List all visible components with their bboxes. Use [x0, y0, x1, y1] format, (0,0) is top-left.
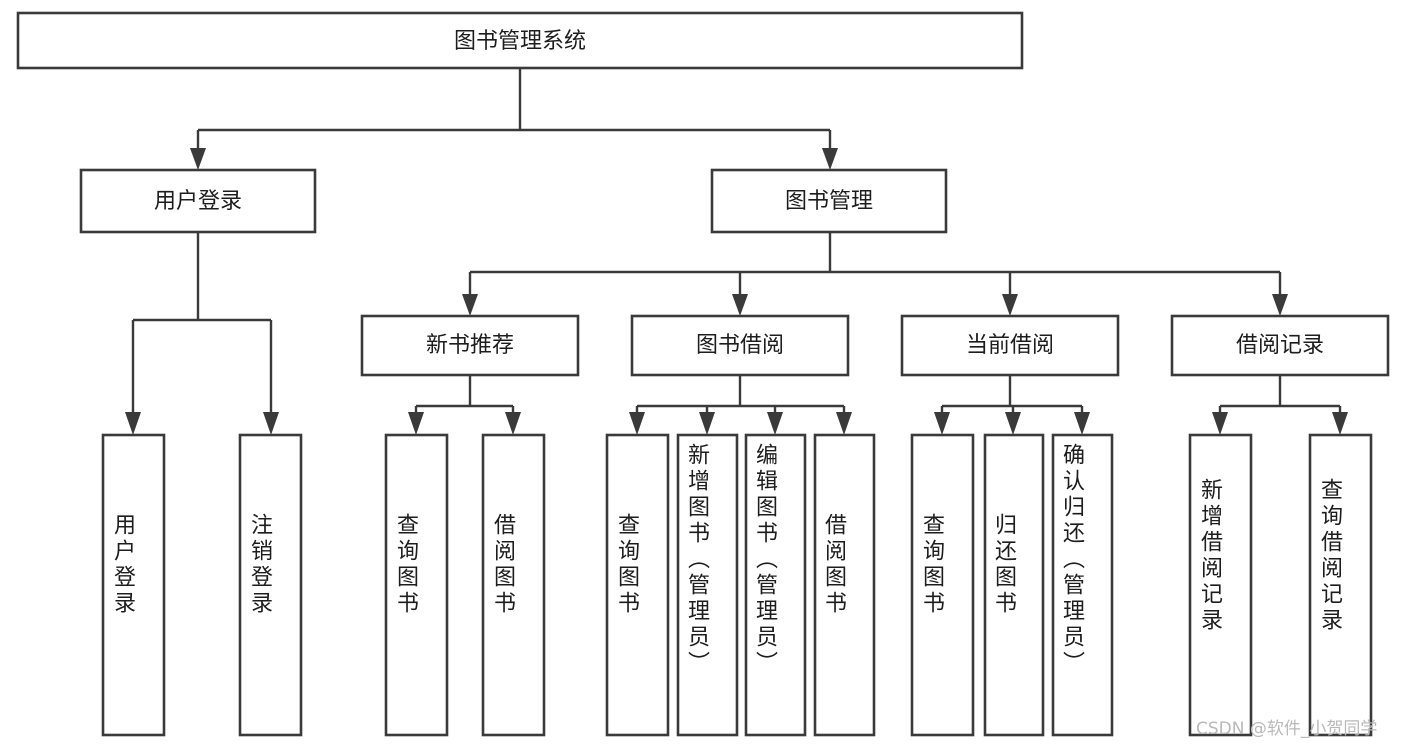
leaf-box-br-2[interactable] — [1308, 433, 1373, 737]
arrow-head-borrow-record — [1272, 294, 1288, 316]
connector-group-borrow-record — [1212, 375, 1348, 435]
leaf-box-cb-2[interactable] — [983, 433, 1045, 737]
connector-group-root — [190, 68, 838, 170]
connector-group-book-manage — [462, 232, 1288, 316]
node-new-book-recommend[interactable]: 新书推荐 — [360, 314, 580, 377]
node-current-borrow-label: 当前借阅 — [966, 333, 1054, 358]
arrow-head-leaf-bb-1 — [629, 412, 645, 435]
arrow-head-leaf-user-login-1 — [125, 412, 141, 435]
arrow-head-leaf-nbr-2 — [505, 412, 521, 435]
leaf-box-bb-4[interactable] — [813, 433, 876, 737]
node-book-manage-label: 图书管理 — [785, 189, 873, 214]
node-borrow-record-box[interactable] — [1170, 314, 1390, 377]
leaf-boxes-book-borrow — [605, 433, 876, 737]
arrow-head-book-borrow — [732, 294, 748, 316]
arrow-head-leaf-br-2 — [1332, 412, 1348, 435]
arrow-head-current-borrow — [1002, 294, 1018, 316]
node-current-borrow-box[interactable] — [900, 314, 1120, 377]
arrow-head-leaf-bb-3 — [767, 412, 783, 435]
arrow-head-leaf-bb-4 — [836, 412, 852, 435]
leaf-box-nbr-1[interactable] — [384, 433, 449, 737]
leaf-box-nbr-2[interactable] — [481, 433, 546, 737]
node-book-borrow[interactable]: 图书借阅 — [630, 314, 850, 377]
leaf-box-bb-2[interactable] — [676, 433, 739, 737]
arrow-head-user-login — [190, 148, 206, 170]
arrow-head-new-book-recommend — [462, 294, 478, 316]
leaf-box-user-login-2[interactable] — [238, 433, 303, 737]
arrow-head-leaf-cb-3 — [1074, 412, 1090, 435]
connector-group-book-borrow — [629, 375, 852, 435]
node-book-borrow-label: 图书借阅 — [696, 333, 784, 358]
leaf-boxes-current-borrow — [910, 433, 1114, 737]
leaf-boxes-new-book-recommend — [384, 433, 546, 737]
node-book-manage-box[interactable] — [710, 168, 948, 234]
leaf-box-bb-1[interactable] — [605, 433, 670, 737]
csdn-watermark: CSDN @软件_小贺同学 — [1196, 719, 1378, 739]
leaf-boxes-user-login — [101, 433, 303, 737]
arrow-head-leaf-nbr-1 — [408, 412, 424, 435]
connector-group-user-login — [125, 232, 279, 435]
arrow-head-leaf-bb-2 — [699, 412, 715, 435]
node-user-login[interactable]: 用户登录 — [79, 168, 317, 234]
leaf-box-bb-3[interactable] — [744, 433, 807, 737]
leaf-box-user-login-1[interactable] — [101, 433, 166, 737]
leaf-box-cb-3[interactable] — [1051, 433, 1114, 737]
connector-group-new-book-recommend — [408, 375, 521, 435]
arrow-head-leaf-cb-2 — [1005, 412, 1021, 435]
node-user-login-box[interactable] — [79, 168, 317, 234]
node-borrow-record-label: 借阅记录 — [1236, 333, 1324, 358]
node-book-manage[interactable]: 图书管理 — [710, 168, 948, 234]
node-root-label: 图书管理系统 — [454, 29, 586, 54]
node-current-borrow[interactable]: 当前借阅 — [900, 314, 1120, 377]
leaf-boxes-borrow-record — [1188, 433, 1373, 737]
node-borrow-record[interactable]: 借阅记录 — [1170, 314, 1390, 377]
leaf-box-cb-1[interactable] — [910, 433, 975, 737]
connector-group-current-borrow — [934, 375, 1090, 435]
leaf-box-br-1[interactable] — [1188, 433, 1253, 737]
arrow-head-leaf-br-1 — [1212, 412, 1228, 435]
arrow-head-leaf-user-login-2 — [263, 412, 279, 435]
arrow-head-book-manage — [822, 148, 838, 170]
arrow-head-leaf-cb-1 — [934, 412, 950, 435]
node-root-box[interactable] — [16, 11, 1024, 70]
node-root[interactable]: 图书管理系统 — [16, 11, 1024, 70]
node-user-login-label: 用户登录 — [154, 189, 242, 214]
node-new-book-recommend-label: 新书推荐 — [426, 333, 514, 358]
node-new-book-recommend-box[interactable] — [360, 314, 580, 377]
node-book-borrow-box[interactable] — [630, 314, 850, 377]
